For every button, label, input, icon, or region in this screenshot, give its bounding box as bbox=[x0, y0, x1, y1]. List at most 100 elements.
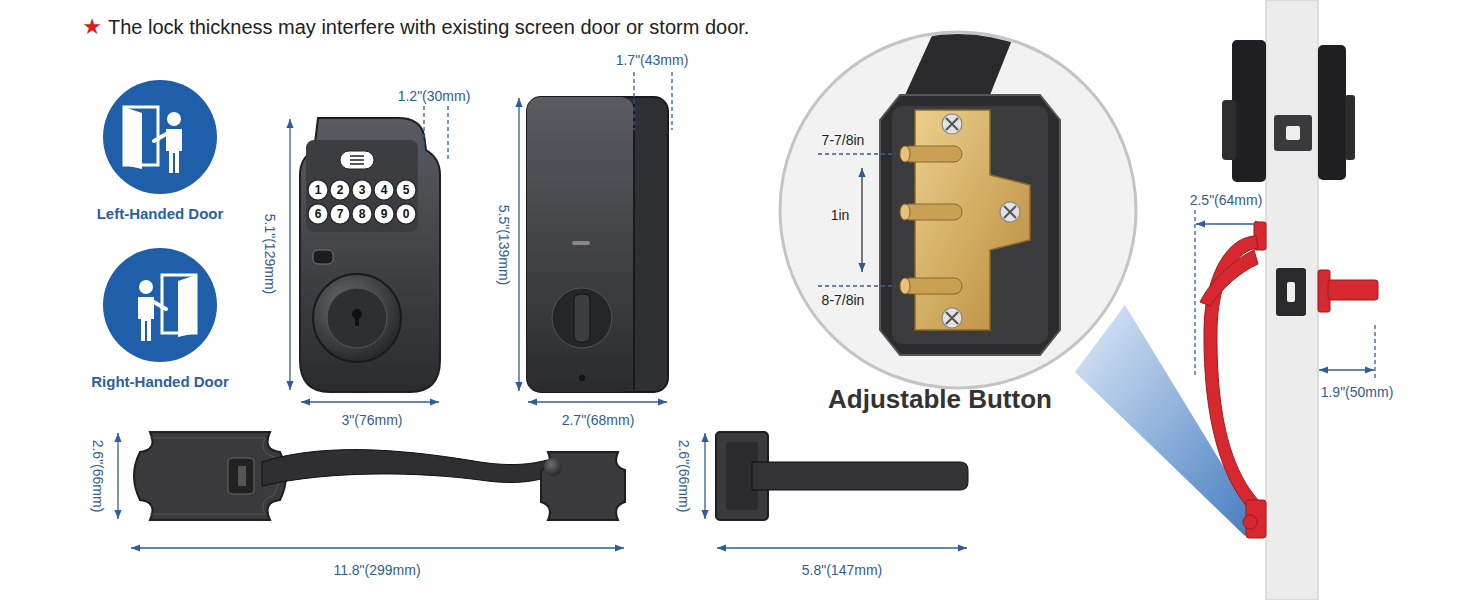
adjustable-pin bbox=[902, 278, 962, 294]
door-icon: Right-Handed Door bbox=[102, 247, 218, 363]
handle-highlight bbox=[1243, 515, 1257, 529]
dimension-line bbox=[1319, 369, 1374, 370]
door-side-view bbox=[1266, 0, 1318, 600]
dimension-label: 2.7"(68mm) bbox=[562, 412, 635, 429]
back-unit bbox=[527, 97, 634, 392]
icon-circle bbox=[103, 80, 217, 194]
pin-height-label: 1in bbox=[831, 207, 850, 224]
adjustable-pin bbox=[900, 204, 910, 220]
front-keypad bbox=[327, 288, 387, 348]
dimension-line bbox=[1374, 325, 1375, 378]
note-title: The lock thickness may interfere with ex… bbox=[108, 15, 749, 39]
handleset bbox=[238, 466, 246, 486]
keypad-button bbox=[330, 180, 350, 200]
door-pictogram bbox=[167, 112, 181, 126]
handle-highlight bbox=[1200, 250, 1258, 306]
dimension-line bbox=[671, 72, 672, 130]
screw bbox=[946, 118, 958, 130]
dimension-line bbox=[131, 547, 624, 548]
dimension-line bbox=[1194, 210, 1195, 375]
dimension-label: 5.5"(139mm) bbox=[496, 205, 513, 285]
front-keypad bbox=[355, 314, 359, 326]
dimension-line bbox=[447, 106, 448, 160]
icon-circle bbox=[103, 248, 217, 362]
keypad-button bbox=[308, 204, 328, 224]
front-keypad bbox=[350, 155, 364, 157]
keypad-button bbox=[352, 180, 372, 200]
keypad-digit: 6 bbox=[315, 207, 322, 221]
back-unit bbox=[527, 97, 668, 392]
door-pictogram bbox=[154, 133, 168, 141]
icon-circle bbox=[102, 79, 218, 195]
keypad-button bbox=[396, 180, 416, 200]
dimension-line bbox=[528, 401, 667, 402]
strike-detail bbox=[892, 106, 1048, 344]
dimension-label: 2.6"(66mm) bbox=[676, 440, 693, 513]
door-label: Left-Handed Door bbox=[97, 205, 224, 222]
door-side-view bbox=[1287, 282, 1295, 302]
back-unit bbox=[552, 288, 612, 348]
screw bbox=[942, 308, 962, 328]
door-pictogram bbox=[138, 275, 196, 341]
keypad-button bbox=[308, 180, 416, 224]
adjustable-pin bbox=[900, 278, 910, 294]
zoom-cone bbox=[1075, 305, 1256, 536]
dimension-label: 2.5"(64mm) bbox=[1190, 192, 1263, 209]
door-pictogram bbox=[124, 107, 142, 169]
pin-height-label: 8-7/8in bbox=[822, 292, 865, 309]
door-side-view bbox=[1274, 115, 1312, 151]
zoom-cone bbox=[1075, 305, 1256, 536]
handle-highlight bbox=[1200, 222, 1378, 538]
dimension-line bbox=[518, 98, 519, 391]
strike-detail bbox=[880, 0, 1070, 355]
door-side-view bbox=[1222, 100, 1236, 160]
dimension-line bbox=[423, 106, 424, 160]
icon-circle bbox=[102, 247, 218, 363]
dimension-label: 11.8"(299mm) bbox=[333, 562, 420, 579]
back-unit bbox=[527, 97, 668, 392]
warning-star: ★ bbox=[82, 14, 102, 40]
leader-line bbox=[818, 154, 896, 286]
dimension-line bbox=[717, 547, 967, 548]
handleset bbox=[541, 452, 625, 520]
keypad-digit: 7 bbox=[337, 207, 344, 221]
adjustable-pin bbox=[902, 146, 962, 162]
door-side-view bbox=[1318, 45, 1346, 180]
handle-highlight bbox=[1328, 280, 1378, 300]
keypad-button bbox=[374, 204, 394, 224]
front-keypad bbox=[306, 140, 418, 232]
back-unit bbox=[579, 375, 585, 381]
handleset bbox=[262, 450, 558, 486]
dimension-label: 1.9"(50mm) bbox=[1321, 384, 1394, 401]
keypad-digit: 8 bbox=[359, 207, 366, 221]
door-icon: Left-Handed Door bbox=[102, 79, 218, 195]
door-side-view bbox=[1200, 0, 1378, 600]
dimension-line bbox=[633, 72, 634, 130]
dimension-label: 5.1"(129mm) bbox=[262, 214, 279, 294]
keypad-digit: 9 bbox=[381, 207, 388, 221]
door-pictogram bbox=[138, 297, 154, 341]
lever-handle bbox=[716, 432, 968, 520]
door-pictogram bbox=[124, 107, 182, 173]
front-keypad bbox=[313, 274, 401, 362]
strike-detail bbox=[905, 0, 1070, 95]
keypad-digit: 0 bbox=[403, 207, 410, 221]
screw bbox=[1000, 202, 1020, 222]
door-pictogram bbox=[152, 301, 166, 309]
leader-line bbox=[861, 168, 862, 272]
adjustable-pin bbox=[900, 146, 910, 162]
screw bbox=[942, 114, 962, 134]
door-side-view bbox=[1276, 268, 1306, 316]
door-pictogram bbox=[166, 129, 182, 173]
adjustable-pin bbox=[902, 204, 962, 220]
keypad-button bbox=[374, 180, 394, 200]
keypad-digit: 3 bbox=[359, 183, 366, 197]
front-keypad bbox=[300, 118, 440, 392]
door-pictogram bbox=[139, 280, 153, 294]
door-pictogram bbox=[178, 275, 196, 337]
door-side-view bbox=[1232, 40, 1266, 182]
front-keypad bbox=[313, 250, 333, 264]
dimension-line bbox=[301, 401, 439, 402]
keypad-digit: 2 bbox=[337, 183, 344, 197]
